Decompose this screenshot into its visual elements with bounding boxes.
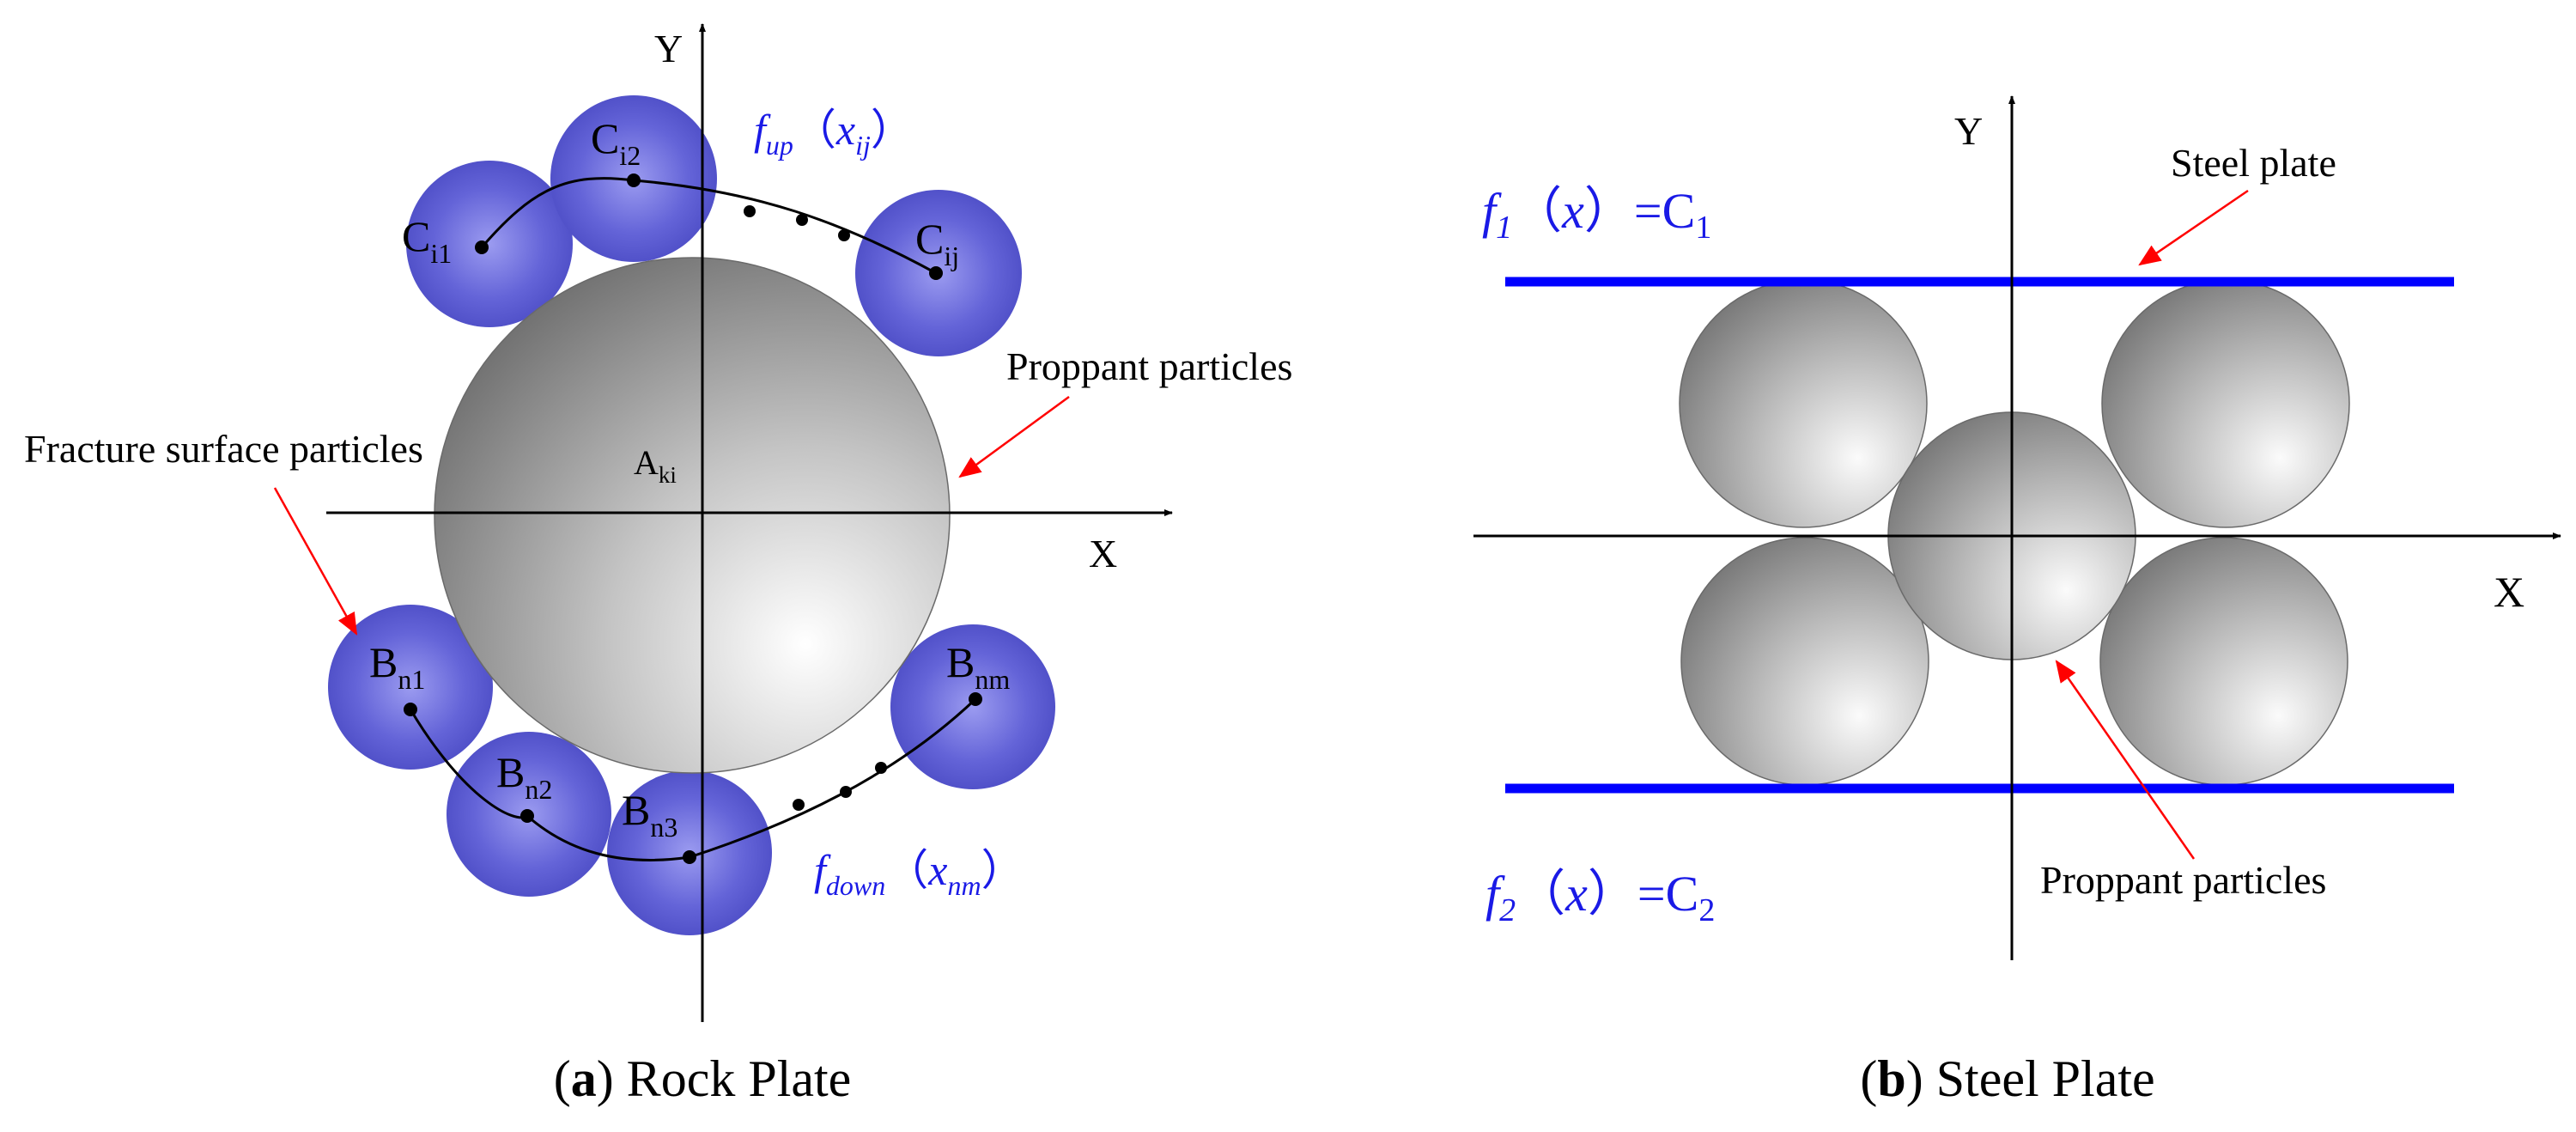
annotation-proppant-b: Proppant particles — [2040, 858, 2326, 902]
panel-a: Y X Aki Ci1 Ci2 Cij Bn1 Bn2 Bn3 Bnm fup（… — [24, 23, 1292, 1107]
label-bn1: Bn1 — [369, 638, 425, 695]
proppant-particle-b-top-left — [1679, 279, 1928, 528]
ellipsis-dot — [796, 214, 808, 226]
node-bn1 — [404, 703, 417, 716]
node-bnm — [969, 692, 982, 706]
function-up-label: fup（xij） — [754, 106, 914, 161]
annotation-fracture: Fracture surface particles — [24, 427, 423, 471]
axis-x-label-b: X — [2494, 568, 2524, 616]
node-ci2 — [627, 173, 641, 187]
ellipsis-dot — [840, 786, 852, 798]
proppant-particle-b-bottom-left — [1680, 537, 1929, 786]
center-label: Aki — [634, 443, 677, 488]
label-bn2: Bn2 — [496, 748, 552, 805]
fracture-particle-ci1 — [406, 161, 573, 327]
label-cij: Cij — [915, 215, 959, 271]
arrow-proppant-a — [958, 395, 1070, 478]
label-bn3: Bn3 — [622, 786, 677, 843]
axis-y-label-b: Y — [1954, 109, 1983, 153]
proppant-particle-b-top-right — [2101, 279, 2350, 528]
curve-f-down — [409, 697, 977, 861]
label-ci2: Ci2 — [591, 114, 641, 171]
ellipsis-dot — [744, 205, 756, 217]
ellipsis-dot — [875, 762, 887, 774]
arrow-proppant-b — [2055, 660, 2196, 860]
arrow-fracture — [273, 487, 358, 636]
annotation-steel-plate: Steel plate — [2171, 141, 2336, 185]
node-cij — [929, 266, 943, 280]
label-ci1: Ci1 — [402, 212, 452, 269]
node-ci1 — [475, 240, 489, 254]
proppant-particle-b-bottom-right — [2099, 537, 2348, 786]
caption-a: (a) Rock Plate — [554, 1050, 852, 1107]
axis-y-label-a: Y — [654, 27, 683, 70]
function-down-label: fdown（xnm） — [814, 846, 1024, 901]
ellipsis-dot — [793, 799, 805, 811]
panel-b: Y X f1（x）=C1 f2（x）=C2 Steel plate Proppa… — [1473, 95, 2561, 1107]
axis-x-label-a: X — [1089, 532, 1117, 575]
annotation-proppant-a: Proppant particles — [1006, 344, 1292, 388]
label-bnm: Bnm — [946, 638, 1010, 695]
function-top-label: f1（x）=C1 — [1482, 183, 1711, 246]
fracture-particle-bnm — [890, 624, 1055, 789]
node-bn2 — [520, 809, 534, 823]
function-bottom-label: f2（x）=C2 — [1485, 866, 1715, 928]
caption-b: (b) Steel Plate — [1860, 1050, 2154, 1107]
arrow-steel-plate — [2138, 189, 2249, 266]
node-bn3 — [683, 850, 696, 864]
proppant-particle-large — [434, 257, 951, 774]
ellipsis-dot — [838, 229, 850, 241]
fracture-particle-bn1 — [328, 605, 493, 770]
curve-f-up — [480, 177, 937, 275]
